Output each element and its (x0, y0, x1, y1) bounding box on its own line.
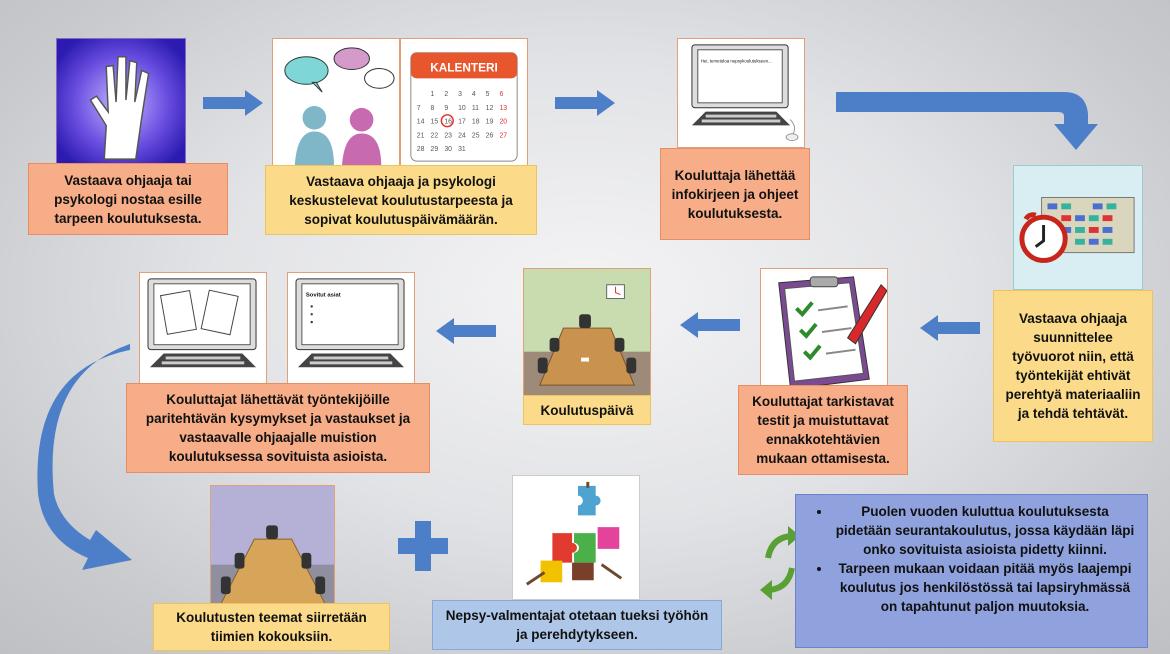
step-3-caption: Kouluttaja lähettää infokirjeen ja ohjee… (660, 148, 810, 240)
checklist-image (760, 268, 888, 393)
svg-text:6: 6 (499, 91, 503, 98)
svg-text:21: 21 (417, 132, 425, 139)
computer-agreed-items-image: Sovitut asiat (287, 272, 415, 384)
computer-documents-image (139, 272, 267, 384)
meeting-room-image (523, 268, 651, 396)
computer-email-image: Hei, tervetuloa nepsykoulutukseen... (677, 38, 805, 148)
team-meeting-image (210, 485, 335, 605)
svg-text:28: 28 (417, 146, 425, 153)
screen-text-2: Sovitut asiat (306, 293, 341, 299)
schedule-clock-image (1013, 165, 1143, 290)
calendar-title: KALENTERI (430, 61, 498, 75)
step-7-caption: Kouluttajat lähettävät työntekijöille pa… (126, 383, 430, 473)
svg-text:11: 11 (472, 105, 479, 112)
cycle-arrows-icon (760, 526, 800, 600)
svg-text:4: 4 (472, 91, 476, 98)
svg-text:22: 22 (431, 132, 439, 139)
svg-text:27: 27 (499, 132, 507, 139)
svg-text:29: 29 (431, 146, 439, 153)
step-5-caption: Kouluttajat tarkistavat testit ja muistu… (738, 385, 908, 475)
step-6-caption: Koulutuspäivä (523, 395, 651, 425)
arrow-curved-down-icon (836, 92, 1098, 150)
svg-text:19: 19 (486, 119, 494, 126)
svg-text:8: 8 (431, 105, 435, 112)
svg-text:12: 12 (486, 105, 494, 112)
svg-text:17: 17 (458, 119, 466, 126)
step-4-caption: Vastaava ohjaaja suunnittelee työvuorot … (993, 290, 1153, 442)
followup-item-1: Puolen vuoden kuluttua koulutuksesta pid… (832, 502, 1138, 559)
puzzle-pieces-image (512, 475, 640, 600)
screen-text-1: Hei, tervetuloa nepsykoulutukseen... (701, 59, 772, 64)
svg-text:10: 10 (458, 105, 466, 112)
svg-text:1: 1 (431, 91, 435, 98)
arrow-right-icon (203, 90, 263, 116)
followup-box (795, 494, 1148, 648)
svg-text:2: 2 (444, 91, 448, 98)
svg-text:30: 30 (444, 146, 452, 153)
svg-text:9: 9 (444, 105, 448, 112)
svg-text:14: 14 (417, 119, 425, 126)
svg-text:18: 18 (472, 119, 480, 126)
followup-list: Puolen vuoden kuluttua koulutuksesta pid… (798, 496, 1148, 646)
svg-text:7: 7 (417, 105, 421, 112)
svg-text:15: 15 (431, 119, 439, 126)
arrow-left-icon (920, 315, 980, 341)
svg-text:13: 13 (499, 105, 507, 112)
speech-bubbles-image (272, 38, 400, 168)
step-8-caption: Koulutusten teemat siirretään tiimien ko… (153, 603, 390, 651)
arrow-right-icon-2 (555, 90, 615, 116)
svg-text:20: 20 (499, 119, 507, 126)
raised-hand-image (56, 38, 186, 168)
svg-text:23: 23 (444, 132, 452, 139)
svg-text:31: 31 (458, 146, 466, 153)
svg-text:26: 26 (486, 132, 494, 139)
svg-text:24: 24 (458, 132, 466, 139)
arrow-curved-down-left-icon (37, 344, 132, 570)
step-9-caption: Nepsy-valmentajat otetaan tueksi työhön … (432, 600, 722, 650)
followup-item-2: Tarpeen mukaan voidaan pitää myös laajem… (832, 559, 1138, 616)
step-1-caption: Vastaava ohjaaja tai psykologi nostaa es… (28, 163, 228, 235)
svg-text:25: 25 (472, 132, 480, 139)
plus-icon (398, 521, 448, 571)
arrow-left-icon-2 (680, 312, 740, 338)
arrow-left-icon-3 (436, 318, 496, 344)
svg-text:5: 5 (486, 91, 490, 98)
svg-text:3: 3 (458, 91, 462, 98)
svg-text:16: 16 (444, 119, 452, 126)
step-2-caption: Vastaava ohjaaja ja psykologi keskustele… (265, 165, 537, 235)
